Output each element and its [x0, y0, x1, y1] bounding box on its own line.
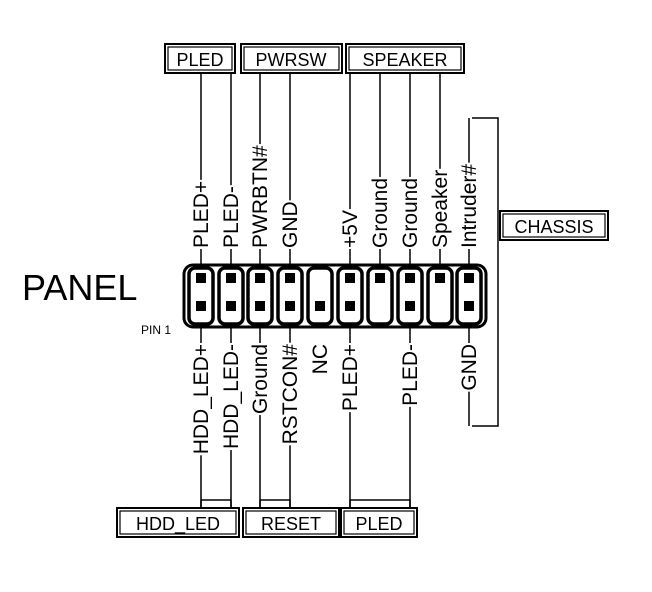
label-backing — [190, 179, 213, 249]
label-backing — [220, 185, 243, 249]
pin-top — [196, 273, 206, 283]
pin-top — [345, 273, 355, 283]
pin-well — [366, 266, 394, 326]
bottom-pin-label: PLED+ — [339, 344, 362, 411]
bottom-pin-label: RSTCON# — [279, 344, 302, 445]
pin-bottom — [226, 301, 236, 311]
bottom-pin-label: GND — [458, 344, 481, 391]
label-backing — [279, 342, 302, 446]
top-group-speaker: SPEAKER — [345, 43, 465, 74]
bottom-group-reset: RESET — [242, 507, 340, 538]
top-pin-label: Ground — [399, 178, 422, 248]
pin-well-nc — [306, 266, 334, 326]
label-backing — [339, 343, 362, 413]
pin-well — [426, 266, 454, 326]
bottom-pin-labels: HDD_LED+ HDD_LED- Ground RSTCON# NC PLED+ PLED… — [190, 342, 481, 456]
pin-top — [255, 273, 265, 283]
pin-well — [246, 266, 274, 326]
label-backing — [399, 343, 422, 407]
chassis-bracket — [472, 117, 499, 427]
top-pin-label: PLED+ — [190, 181, 213, 248]
pin-bottom — [285, 301, 295, 311]
pin-well — [336, 266, 364, 326]
label-backing — [458, 343, 481, 392]
top-group-pwrsw: PWRSW — [240, 43, 343, 74]
pin-bottom — [464, 301, 474, 311]
pin-nc — [315, 301, 325, 311]
label-backing — [369, 176, 392, 249]
pin-top — [405, 273, 415, 283]
pin-well — [276, 266, 304, 326]
pin-bottom — [405, 301, 415, 311]
label-backing — [249, 343, 272, 416]
bottom-pin-label: NC — [309, 344, 332, 374]
top-pin-label: Speaker — [429, 170, 452, 248]
pin-well — [187, 266, 215, 326]
label-backing — [399, 176, 422, 249]
pin-top — [285, 273, 295, 283]
pin-well — [396, 266, 424, 326]
label-backing — [339, 209, 362, 249]
pin-bottom — [255, 301, 265, 311]
top-pin-label: +5V — [339, 210, 362, 248]
label-backing — [279, 200, 302, 249]
bottom-group-label: RESET — [261, 514, 321, 534]
top-pin-label: Ground — [369, 178, 392, 248]
top-group-pled: PLED — [164, 43, 236, 74]
bottom-pin-label: Ground — [249, 344, 272, 414]
label-backing — [190, 343, 213, 456]
pin-well — [455, 266, 483, 326]
top-pin-label: PWRBTN# — [249, 145, 272, 248]
label-backing — [309, 343, 332, 376]
label-backing — [429, 168, 452, 249]
top-pin-labels: PLED+ PLED- PWRBTN# GND +5V Ground Ground Speak… — [190, 144, 481, 249]
pin-bottom — [196, 301, 206, 311]
top-pin-label: Intruder# — [458, 164, 481, 248]
label-backing — [249, 144, 272, 249]
side-group-label: CHASSIS — [514, 217, 593, 237]
bottom-pin-label: HDD_LED+ — [190, 344, 213, 454]
side-group-chassis: CHASSIS — [499, 210, 609, 241]
top-group-label: SPEAKER — [362, 50, 447, 70]
bottom-group-hdd-led: HDD_LED — [116, 507, 240, 538]
bottom-pin-label: PLED- — [399, 344, 422, 406]
top-group-label: PWRSW — [256, 50, 327, 70]
top-pin-label: PLED- — [220, 186, 243, 248]
pin-top — [435, 273, 445, 283]
label-backing — [220, 343, 243, 451]
bottom-group-pled: PLED — [340, 507, 418, 538]
pin-bottom — [345, 301, 355, 311]
pin-top — [226, 273, 236, 283]
top-group-label: PLED — [176, 50, 223, 70]
pin-top — [464, 273, 474, 283]
pin-well — [217, 266, 245, 326]
pin-well-group — [187, 266, 483, 326]
bottom-pin-label: HDD_LED- — [220, 344, 243, 449]
top-pin-label: GND — [279, 201, 302, 248]
bottom-group-label: PLED — [355, 514, 402, 534]
pin-top — [375, 273, 385, 283]
bottom-group-label: HDD_LED — [136, 514, 220, 535]
pin1-label: PIN 1 — [141, 323, 171, 337]
panel-title: PANEL — [22, 267, 137, 308]
label-backing — [458, 162, 481, 249]
